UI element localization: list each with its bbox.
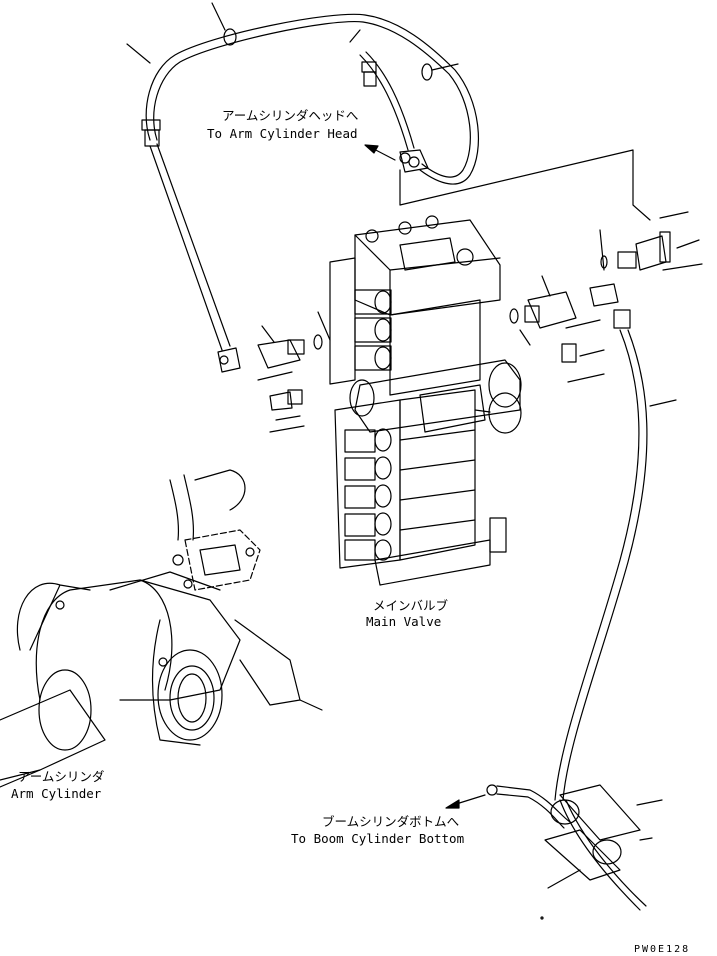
drawing-code: PW0E128: [634, 944, 691, 955]
left-fittings: [149, 143, 323, 433]
main-valve-label-en: Main Valve: [366, 614, 442, 629]
right-hose: [554, 329, 677, 801]
boom-bottom-label-jp: ブームシリンダボトムへ: [322, 814, 460, 829]
bottom-clamps: [486, 784, 663, 920]
main-valve-body: [317, 215, 531, 586]
arrow-boom-bottom: [445, 794, 486, 809]
arrow-arm-head: [364, 144, 396, 161]
boom-bottom-label-en: To Boom Cylinder Bottom: [291, 831, 465, 846]
arm-cylinder-label-jp: アームシリンダ: [18, 769, 105, 784]
arm-cylinder-label-en: Arm Cylinder: [11, 786, 102, 801]
arm-head-label-jp: アームシリンダヘッドへ: [222, 108, 359, 123]
right-top-fitting: [617, 231, 671, 271]
main-valve-label-jp: メインバルブ: [373, 598, 449, 613]
arm-head-label-en: To Arm Cylinder Head: [207, 126, 358, 141]
arm-cylinder: [0, 469, 323, 788]
top-hose-assembly: [126, 2, 480, 185]
right-fittings: [509, 275, 631, 383]
reference-bracket: [399, 149, 703, 271]
